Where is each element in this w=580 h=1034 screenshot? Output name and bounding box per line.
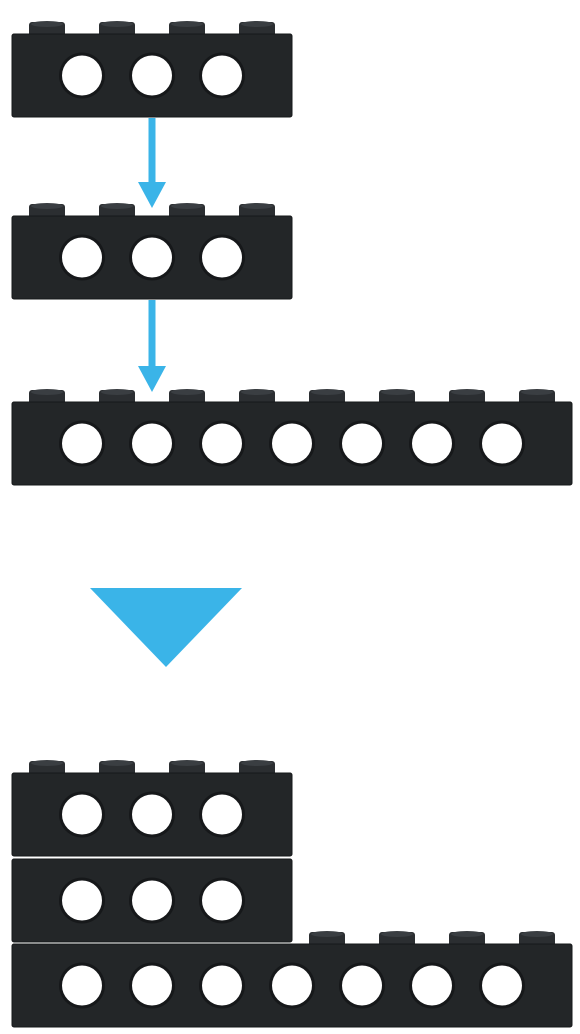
stud-top — [311, 389, 343, 395]
stud-top — [101, 760, 133, 766]
hole — [342, 965, 382, 1006]
hole — [272, 965, 312, 1006]
arrow-head — [138, 182, 166, 208]
stud-top — [171, 203, 203, 209]
result-bottom-beam — [11, 931, 573, 1028]
stud-top — [311, 931, 343, 937]
hole — [412, 965, 452, 1006]
hole — [412, 423, 452, 464]
hole — [272, 423, 312, 464]
hole — [132, 880, 172, 921]
hole — [62, 880, 102, 921]
stud-top — [451, 389, 483, 395]
hole — [62, 55, 102, 96]
step-1-beam — [11, 21, 293, 118]
hole — [132, 423, 172, 464]
stud-top — [31, 203, 63, 209]
arrow-head — [138, 366, 166, 392]
result-top-beam — [11, 760, 293, 857]
stud-top — [171, 389, 203, 395]
stud-top — [171, 760, 203, 766]
stud-top — [31, 389, 63, 395]
stud-top — [381, 389, 413, 395]
hole — [202, 965, 242, 1006]
hole — [202, 423, 242, 464]
hole — [62, 794, 102, 835]
hole — [132, 237, 172, 278]
hole — [342, 423, 382, 464]
stud-top — [31, 760, 63, 766]
down-arrow-icon — [138, 118, 166, 208]
stud-top — [101, 389, 133, 395]
hole — [132, 794, 172, 835]
stud-top — [101, 21, 133, 27]
stud-top — [241, 760, 273, 766]
hole — [132, 55, 172, 96]
hole — [202, 55, 242, 96]
stud-top — [241, 21, 273, 27]
stud-top — [521, 931, 553, 937]
hole — [482, 965, 522, 1006]
hole — [62, 423, 102, 464]
hole — [62, 965, 102, 1006]
stud-top — [101, 203, 133, 209]
step-2-beam — [11, 203, 293, 300]
hole — [202, 237, 242, 278]
stud-top — [241, 389, 273, 395]
hole — [62, 237, 102, 278]
stud-top — [241, 203, 273, 209]
down-arrow-icon — [138, 300, 166, 392]
stud-top — [521, 389, 553, 395]
hole — [132, 965, 172, 1006]
hole — [202, 880, 242, 921]
hole — [482, 423, 522, 464]
stud-top — [451, 931, 483, 937]
stud-top — [171, 21, 203, 27]
stud-top — [381, 931, 413, 937]
stud-top — [31, 21, 63, 27]
result-middle-beam — [11, 858, 293, 943]
result-triangle-icon — [90, 588, 242, 667]
step-3-beam — [11, 389, 573, 486]
hole — [202, 794, 242, 835]
